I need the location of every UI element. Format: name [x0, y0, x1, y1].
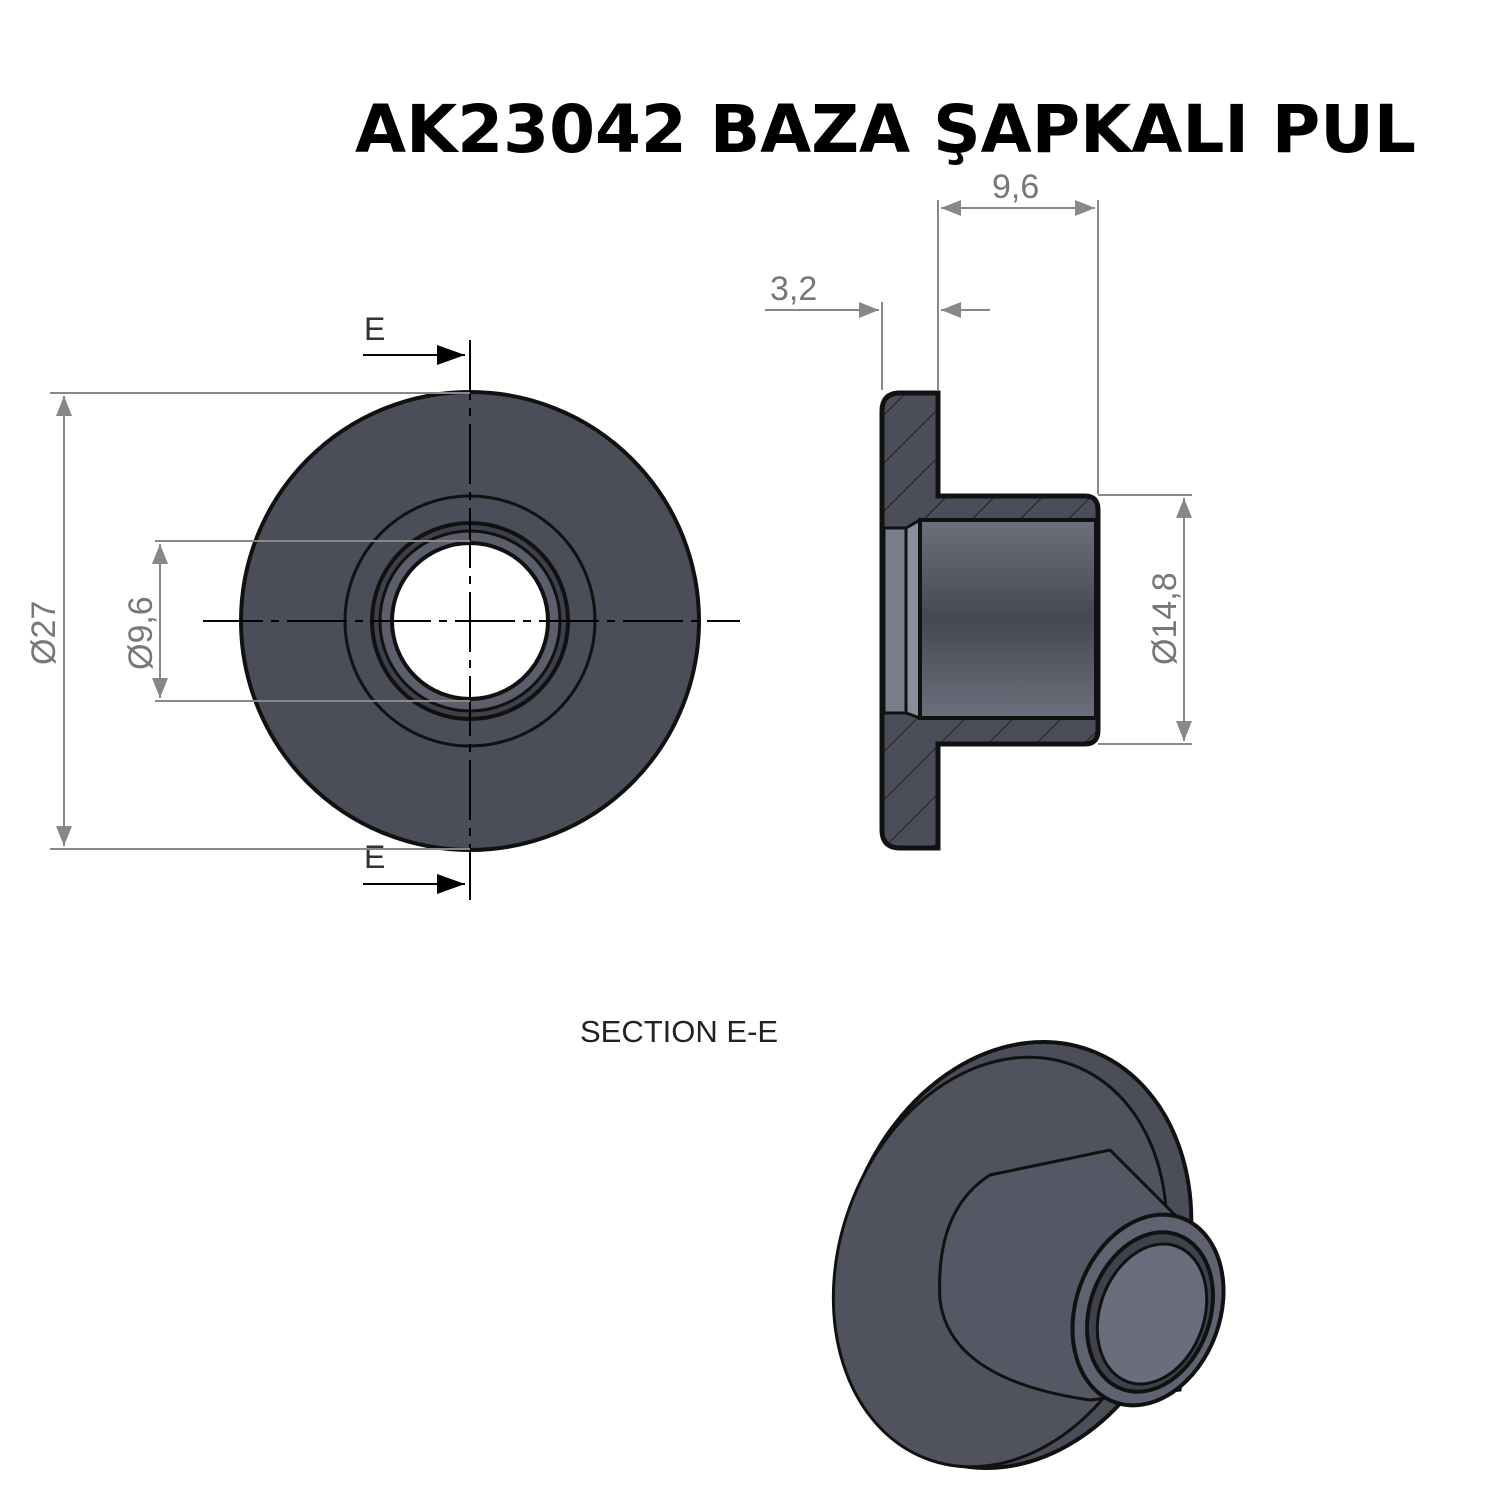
chamfer	[904, 517, 922, 721]
dim-hub-diameter: Ø14,8	[1146, 572, 1184, 665]
section-label: SECTION E-E	[580, 1014, 778, 1049]
dim-outer-diameter: Ø27	[25, 601, 63, 665]
section-view: 9,6 3,2 Ø14,8	[765, 168, 1192, 851]
dim-bore-diameter: Ø9,6	[122, 596, 160, 670]
front-view: E E Ø27 Ø9,6	[25, 311, 740, 900]
iso-bore	[1095, 1242, 1209, 1386]
isometric-view	[831, 1040, 1226, 1470]
section-marker-bottom: E	[364, 839, 385, 875]
drawing-title: AK23042 BAZA ŞAPKALI PUL	[355, 91, 1416, 168]
dim-hub-length: 9,6	[992, 168, 1039, 206]
dim-flange-thickness: 3,2	[770, 270, 817, 308]
counterbore	[882, 526, 908, 715]
bore-surface	[918, 518, 1098, 720]
section-marker-top: E	[364, 311, 385, 347]
